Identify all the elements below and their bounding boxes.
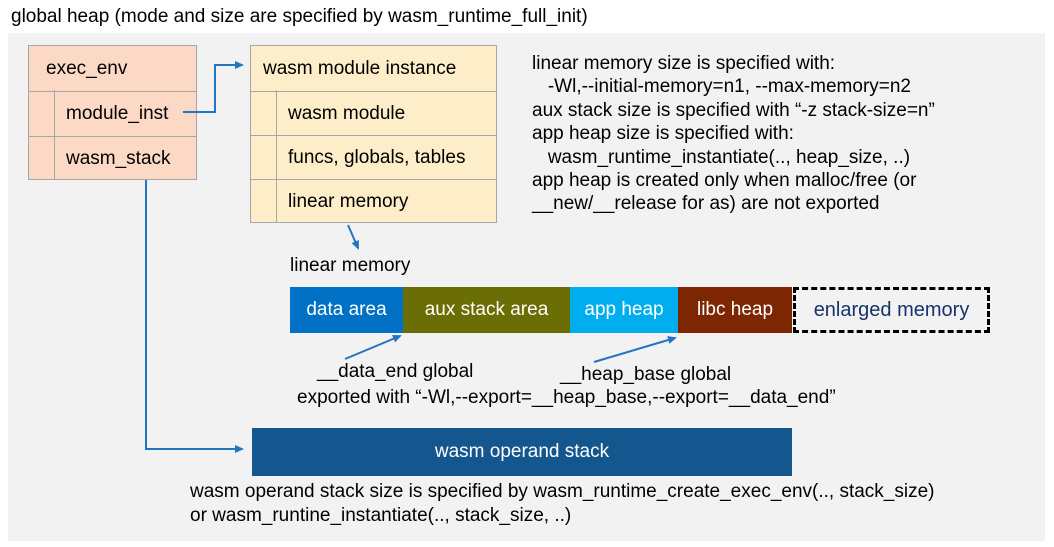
module-instance-row-linear-memory: linear memory [251,179,496,223]
note-line: __new/__release for as) are not exported [532,193,880,215]
note-line: wasm_runtime_instantiate(.., heap_size, … [532,146,911,168]
module-instance-box: wasm module instance wasm module funcs, … [250,45,497,223]
data-end-global-label: __data_end global [317,361,474,382]
note-line: or wasm_runtine_instantiate(.., stack_si… [190,504,572,526]
note-line: app heap is created only when malloc/fre… [532,170,917,192]
linear-memory-bar: data area aux stack area app heap libc h… [290,287,990,333]
module-instance-indent-line [276,90,277,223]
segment-aux-stack-area: aux stack area [403,287,570,333]
module-instance-row-funcs-globals-tables: funcs, globals, tables [251,135,496,179]
module-instance-header: wasm module instance [263,57,457,79]
note-line: wasm operand stack size is specified by … [190,481,935,502]
segment-libc-heap: libc heap [678,287,792,333]
wasm-operand-stack-bar: wasm operand stack [252,428,792,476]
exec-env-row-module-inst: module_inst [29,91,196,136]
memory-size-notes: linear memory size is specified with: -W… [532,52,935,216]
module-instance-row-wasm-module: wasm module [251,91,496,135]
heap-base-global-label: __heap_base global [560,364,732,385]
note-line: linear memory size is specified with: [532,53,836,74]
exec-env-box: exec_env module_inst wasm_stack [28,45,197,180]
linear-memory-label: linear memory [290,255,411,276]
exec-env-header: exec_env [46,57,128,79]
exec-env-row-wasm-stack: wasm_stack [29,136,196,181]
note-line: app heap size is specified with: [532,123,794,145]
diagram-title: global heap (mode and size are specified… [11,6,588,27]
operand-stack-notes: wasm operand stack size is specified by … [190,480,935,527]
segment-enlarged-memory: enlarged memory [793,287,990,333]
export-note-label: exported with “-Wl,--export=__heap_base,… [297,387,836,408]
note-line: aux stack size is specified with “-z sta… [532,99,935,121]
note-line: -Wl,--initial-memory=n1, --max-memory=n2 [532,76,911,98]
segment-data-area: data area [290,287,403,333]
segment-app-heap: app heap [570,287,678,333]
exec-env-indent-line [54,90,55,180]
